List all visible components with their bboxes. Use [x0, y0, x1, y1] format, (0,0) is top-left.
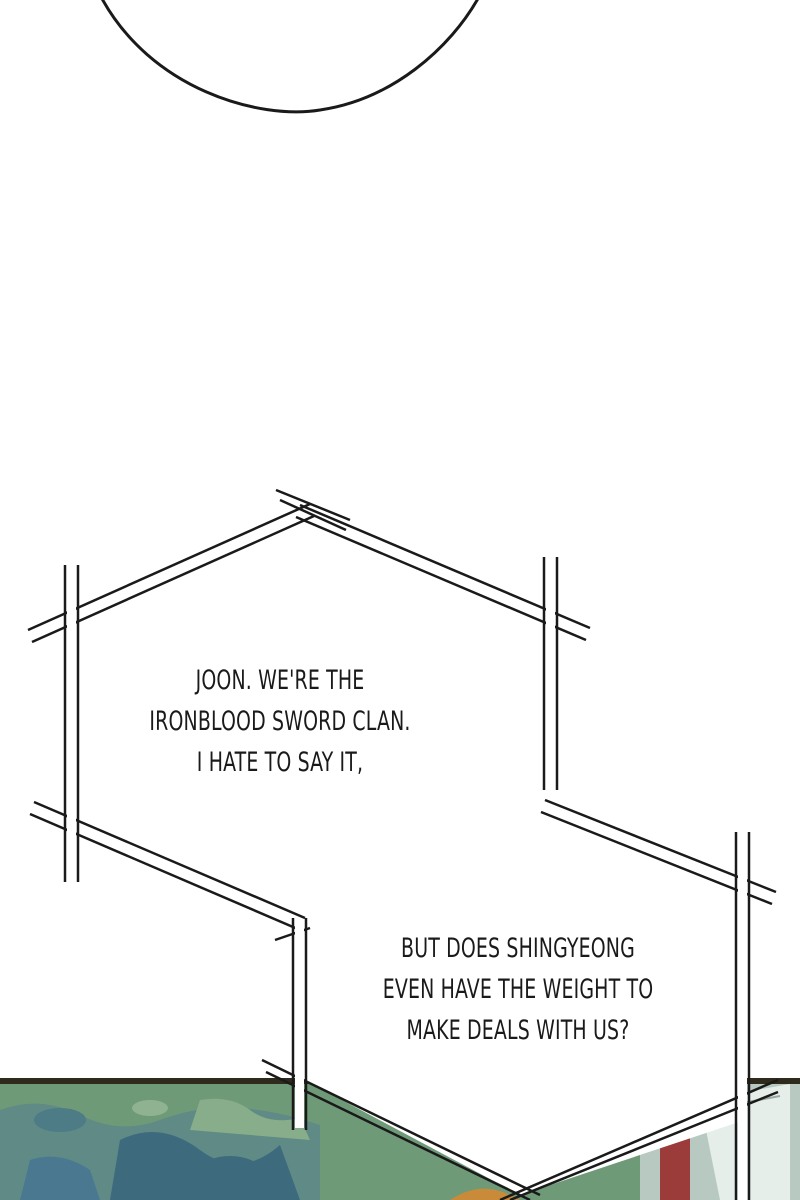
speech-text-top: JOON. WE'RE THE IRONBLOOD SWORD CLAN. I …	[124, 660, 436, 783]
speech-text-bottom: BUT DOES SHINGYEONG EVEN HAVE THE WEIGHT…	[362, 928, 674, 1051]
speech-line: I HATE TO SAY IT,	[196, 747, 364, 778]
hexagon-bubble-bottom	[261, 798, 779, 1200]
top-speech-bubble	[101, 0, 479, 114]
speech-line: IRONBLOOD SWORD CLAN.	[149, 706, 411, 737]
hexagon-bubble-top	[27, 488, 591, 932]
speech-line: MAKE DEALS WITH US?	[406, 1015, 630, 1046]
speech-line: JOON. WE'RE THE	[195, 665, 365, 696]
speech-line: EVEN HAVE THE WEIGHT TO	[382, 974, 654, 1005]
speech-line: BUT DOES SHINGYEONG	[401, 933, 635, 964]
